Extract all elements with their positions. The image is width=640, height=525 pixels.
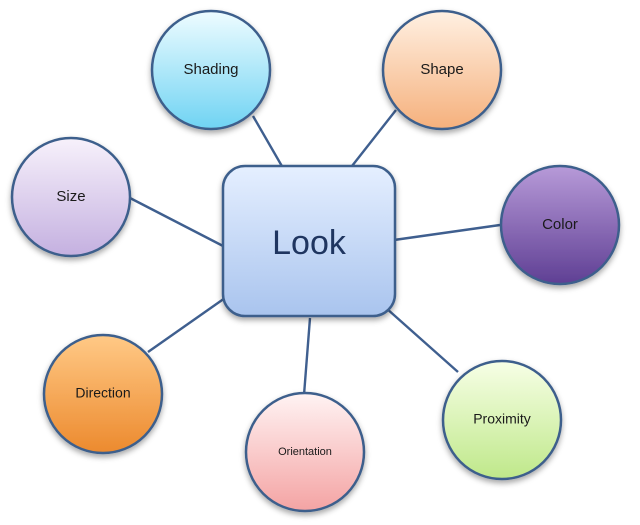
node-circle-proximity: [441, 359, 563, 481]
node-circle-color: [499, 164, 621, 286]
outer-nodes: Shading ShapeSizeColorDirectionOrientatio…: [10, 9, 621, 513]
node-direction: Direction: [42, 333, 164, 455]
node-circle-direction: [42, 333, 164, 455]
node-label-shape: Shape: [420, 61, 463, 78]
connector-shape: [351, 109, 397, 167]
node-shape: Shape: [381, 9, 503, 131]
connectors: [129, 109, 501, 396]
connector-shading: [251, 115, 285, 169]
node-label-shading: Shading: [183, 61, 238, 78]
node-orientation: Orientation: [244, 391, 366, 513]
node-color: Color: [499, 164, 621, 286]
node-circle-orientation: [244, 391, 366, 513]
connector-direction: [147, 297, 226, 353]
connector-color: [393, 223, 501, 242]
node-label-color: Color: [542, 216, 578, 233]
connector-proximity: [385, 307, 459, 373]
center-label: Look: [272, 224, 347, 262]
node-circle-shading: [150, 9, 272, 131]
node-circle-shape: [381, 9, 503, 131]
connector-orientation: [302, 317, 312, 396]
connector-size: [129, 196, 226, 249]
node-proximity: Proximity: [441, 359, 563, 481]
node-label-orientation: Orientation: [278, 446, 332, 458]
node-label-proximity: Proximity: [473, 411, 531, 427]
node-shading: Shading: [150, 9, 272, 131]
node-label-direction: Direction: [75, 385, 130, 401]
node-circle-size: [10, 136, 132, 258]
center-node: Look: [221, 164, 397, 318]
node-size: Size: [10, 136, 132, 258]
node-label-size: Size: [56, 188, 85, 205]
